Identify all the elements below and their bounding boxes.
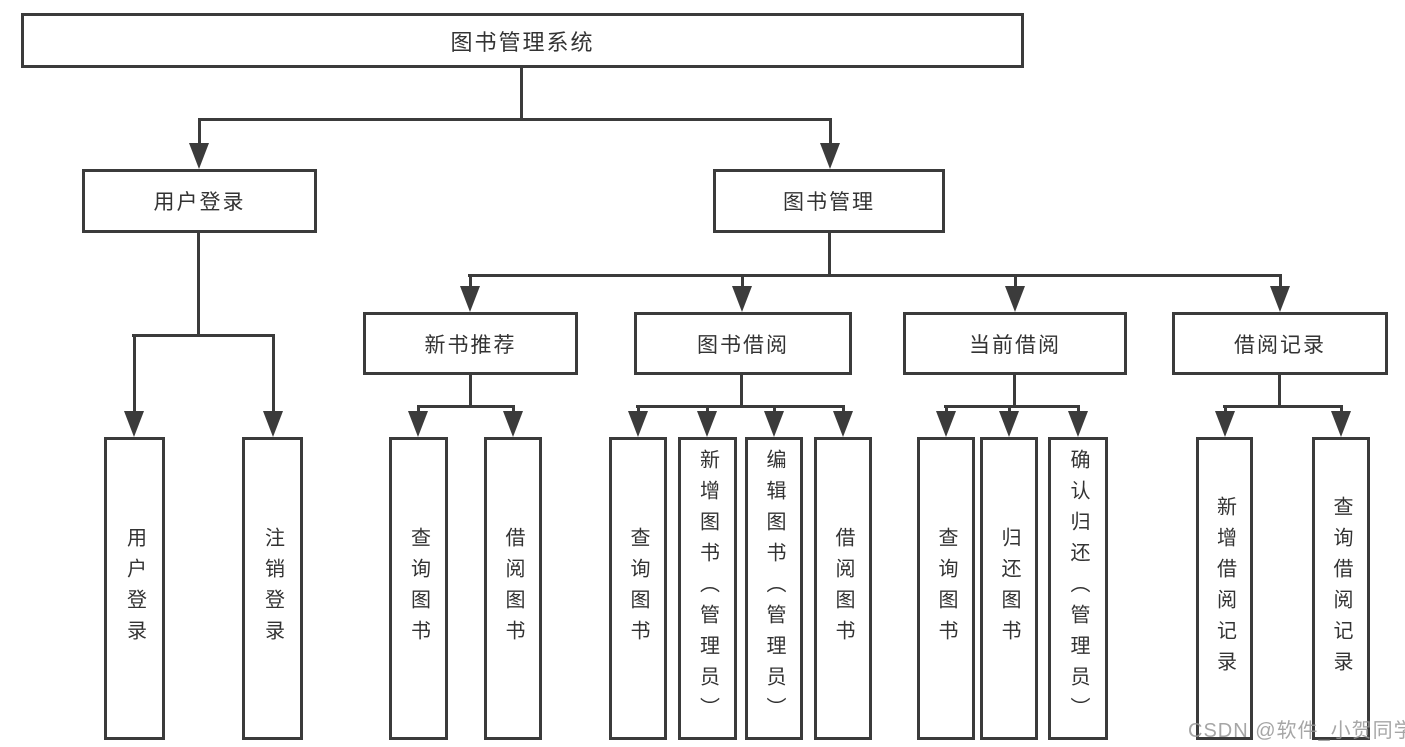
leaf-borrow-books: 借阅图书 (814, 437, 872, 740)
arrow-shaft (1014, 274, 1017, 290)
arrow-shaft (829, 118, 832, 148)
leaf-add-book-admin-label: 新增图书（管理员） (696, 449, 719, 728)
arrow-down-icon (936, 411, 956, 437)
node-current-borrow: 当前借阅 (903, 312, 1127, 375)
node-book-borrow: 图书借阅 (634, 312, 852, 375)
connector-vline (740, 375, 743, 408)
leaf-confirm-return-admin: 确认归还（管理员） (1048, 437, 1108, 740)
arrow-shaft (842, 405, 845, 414)
arrow-shaft (706, 405, 709, 414)
connector-vline (828, 233, 831, 276)
arrow-shaft (469, 274, 472, 290)
connector-vline (1013, 375, 1016, 408)
node-book-management: 图书管理 (713, 169, 945, 233)
node-new-book-recommend: 新书推荐 (363, 312, 578, 375)
arrow-down-icon (503, 411, 523, 437)
connector-vline (469, 375, 472, 408)
leaf-add-book-admin: 新增图书（管理员） (678, 437, 737, 740)
arrow-down-icon (833, 411, 853, 437)
connector-hline (132, 334, 275, 337)
leaf-query-books-recommend: 查询图书 (389, 437, 448, 740)
connector-hline (636, 405, 845, 408)
arrow-down-icon (732, 286, 752, 312)
connector-hline (468, 274, 1282, 277)
leaf-borrow-books-recommend: 借阅图书 (484, 437, 542, 740)
arrow-down-icon (189, 143, 209, 169)
leaf-add-borrow-record: 新增借阅记录 (1196, 437, 1253, 740)
arrow-shaft (512, 405, 515, 414)
arrow-down-icon (1331, 411, 1351, 437)
arrow-down-icon (1005, 286, 1025, 312)
arrow-down-icon (1270, 286, 1290, 312)
leaf-borrow-books-label: 借阅图书 (832, 526, 854, 651)
arrow-shaft (1077, 405, 1080, 414)
leaf-query-books-borrow-label: 查询图书 (627, 526, 649, 651)
connector-hline (944, 405, 1080, 408)
arrow-shaft (1279, 274, 1282, 290)
arrow-down-icon (1215, 411, 1235, 437)
arrow-shaft (1340, 405, 1343, 414)
arrow-shaft (133, 334, 136, 414)
leaf-add-borrow-record-label: 新增借阅记录 (1213, 495, 1236, 682)
arrow-shaft (945, 405, 948, 414)
leaf-user-login: 用户登录 (104, 437, 165, 740)
leaf-query-borrow-record: 查询借阅记录 (1312, 437, 1370, 740)
arrow-shaft (1008, 405, 1011, 414)
connector-hline (417, 405, 515, 408)
arrow-shaft (1224, 405, 1227, 414)
arrow-shaft (741, 274, 744, 290)
leaf-edit-book-admin: 编辑图书（管理员） (745, 437, 803, 740)
arrow-down-icon (460, 286, 480, 312)
node-user-login: 用户登录 (82, 169, 317, 233)
node-borrow-records: 借阅记录 (1172, 312, 1388, 375)
leaf-query-books-current: 查询图书 (917, 437, 975, 740)
csdn-watermark: CSDN @软件_小贺同学 (1188, 720, 1405, 742)
arrow-down-icon (408, 411, 428, 437)
arrow-down-icon (124, 411, 144, 437)
leaf-logout-label: 注销登录 (261, 526, 284, 651)
leaf-query-books-current-label: 查询图书 (935, 526, 957, 651)
arrow-down-icon (628, 411, 648, 437)
leaf-confirm-return-admin-label: 确认归还（管理员） (1067, 449, 1089, 728)
arrow-down-icon (764, 411, 784, 437)
leaf-edit-book-admin-label: 编辑图书（管理员） (763, 449, 785, 728)
arrow-down-icon (820, 143, 840, 169)
arrow-down-icon (263, 411, 283, 437)
leaf-return-book-label: 归还图书 (998, 526, 1020, 651)
leaf-return-book: 归还图书 (980, 437, 1038, 740)
arrow-down-icon (1068, 411, 1088, 437)
leaf-query-books-recommend-label: 查询图书 (407, 526, 430, 651)
connector-vline (1278, 375, 1281, 408)
connector-hline (198, 118, 832, 121)
arrow-shaft (417, 405, 420, 414)
arrow-shaft (198, 118, 201, 148)
node-root: 图书管理系统 (21, 13, 1024, 68)
connector-vline (197, 233, 200, 336)
arrow-shaft (773, 405, 776, 414)
leaf-user-login-label: 用户登录 (123, 526, 146, 651)
arrow-down-icon (999, 411, 1019, 437)
leaf-query-books-borrow: 查询图书 (609, 437, 667, 740)
leaf-query-borrow-record-label: 查询借阅记录 (1330, 495, 1352, 682)
arrow-shaft (637, 405, 640, 414)
connector-vline (520, 68, 523, 121)
arrow-down-icon (697, 411, 717, 437)
leaf-borrow-books-recommend-label: 借阅图书 (502, 526, 524, 651)
connector-hline (1223, 405, 1343, 408)
arrow-shaft (272, 334, 275, 414)
leaf-logout: 注销登录 (242, 437, 303, 740)
